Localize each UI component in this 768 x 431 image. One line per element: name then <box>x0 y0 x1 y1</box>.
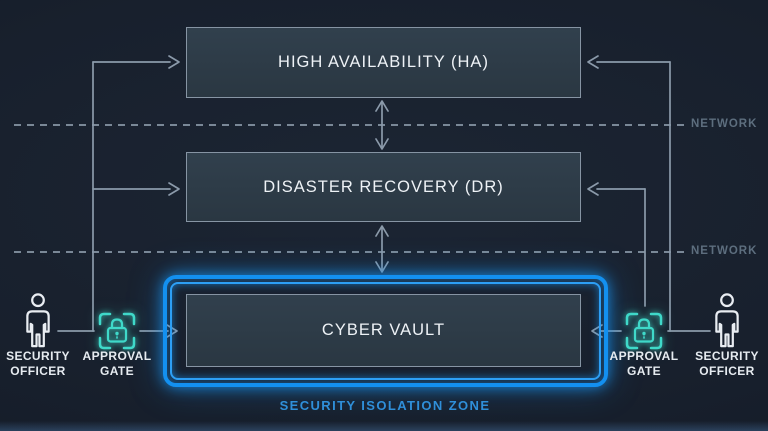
cyber-vault-node: CYBER VAULT <box>186 294 581 367</box>
lock-scan-icon <box>98 312 136 350</box>
ha-node-label: HIGH AVAILABILITY (HA) <box>278 53 489 71</box>
left-approval-gate <box>95 309 139 358</box>
network-boundary-line-upper <box>14 124 687 126</box>
ha-dr-arrow <box>375 100 389 150</box>
right-security-officer <box>705 292 749 355</box>
padlock-icon <box>633 318 655 343</box>
bottom-glow-strip <box>0 421 768 431</box>
left-security-officer-label: SECURITY OFFICER <box>6 349 70 378</box>
ha-node: HIGH AVAILABILITY (HA) <box>186 27 581 98</box>
right-connector-group <box>587 55 711 338</box>
network-label-lower: NETWORK <box>691 245 758 257</box>
left-connector-group <box>57 55 180 338</box>
dr-node: DISASTER RECOVERY (DR) <box>186 152 581 222</box>
security-isolation-zone-label: SECURITY ISOLATION ZONE <box>279 398 491 413</box>
right-security-officer-label: SECURITY OFFICER <box>695 349 759 378</box>
right-approval-gate <box>622 309 666 358</box>
left-approval-gate-label: APPROVAL GATE <box>82 349 152 378</box>
scan-frame <box>98 312 136 350</box>
lock-scan-icon <box>625 312 663 350</box>
left-security-officer <box>16 292 60 355</box>
padlock-icon <box>106 318 128 343</box>
person-icon <box>715 293 739 348</box>
dr-vault-arrow <box>375 225 389 273</box>
dr-node-label: DISASTER RECOVERY (DR) <box>263 177 504 196</box>
network-boundary-line-lower <box>14 251 687 253</box>
security-isolation-zone-border <box>163 275 608 387</box>
cyber-vault-label: CYBER VAULT <box>321 321 446 339</box>
right-approval-gate-label: APPROVAL GATE <box>609 349 679 378</box>
person-icon <box>26 293 50 348</box>
scan-frame <box>625 312 663 350</box>
network-label-upper: NETWORK <box>691 118 758 130</box>
